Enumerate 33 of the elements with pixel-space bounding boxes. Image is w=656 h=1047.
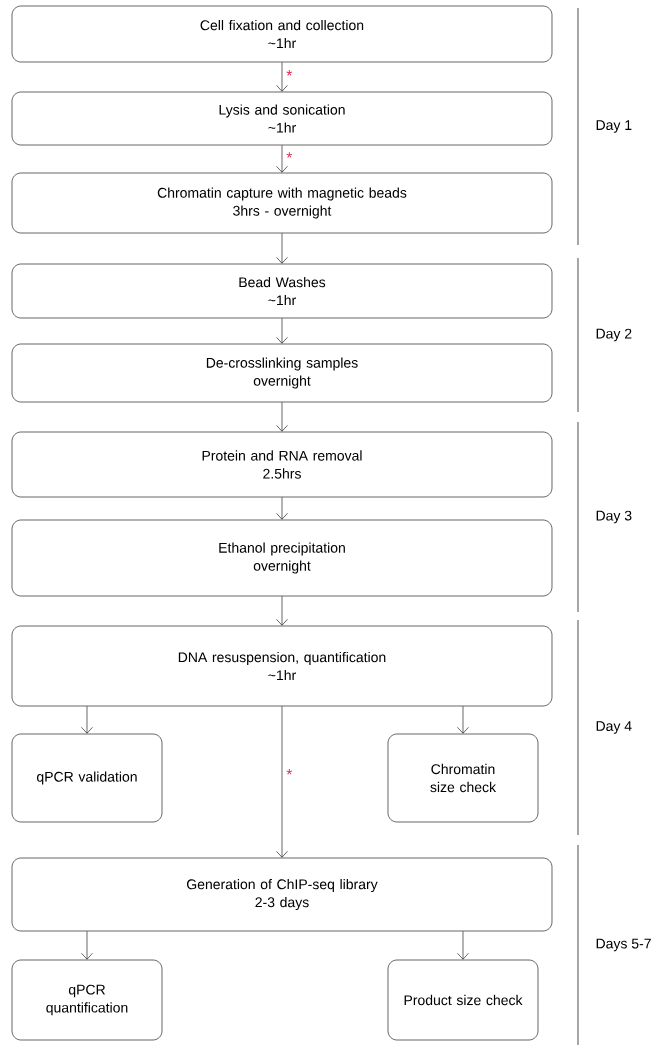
process-box: Lysis and sonication ~1hr — [11, 91, 553, 146]
arrow — [276, 318, 288, 344]
process-box: Chromatin size check — [387, 733, 539, 823]
edge-label: * — [286, 152, 293, 158]
arrow — [276, 706, 288, 858]
edge-label: * — [286, 70, 293, 76]
day-label: Days 5-7 — [596, 938, 651, 952]
day-label: Day 1 — [596, 120, 632, 133]
arrow — [81, 931, 93, 960]
arrow — [276, 145, 288, 173]
process-box: Protein and RNA removal 2.5hrs — [11, 431, 553, 498]
arrow — [276, 402, 288, 432]
arrow — [276, 497, 288, 520]
process-box: Cell fixation and collection ~1hr — [11, 5, 553, 63]
arrow — [276, 596, 288, 626]
process-box: DNA resuspension, quantification ~1hr — [11, 625, 553, 707]
day-label: Day 3 — [596, 510, 632, 524]
process-box: Chromatin capture with magnetic beads 3hrs - overnight — [11, 172, 553, 234]
edge-label: * — [286, 768, 293, 775]
arrow — [457, 931, 469, 960]
day-label: Day 4 — [596, 721, 632, 734]
arrow — [276, 62, 288, 92]
process-box: Generation of ChIP-seq library 2-3 days — [11, 857, 553, 932]
process-box: Product size check — [387, 959, 539, 1041]
arrow — [457, 706, 469, 734]
process-box: qPCR quantification — [11, 959, 163, 1041]
process-box: Ethanol precipitation overnight — [11, 519, 553, 597]
process-box: Bead Washes ~1hr — [11, 263, 553, 319]
arrow — [276, 233, 288, 264]
process-box: De-crosslinking samples overnight — [11, 343, 553, 403]
process-box: qPCR validation — [11, 733, 163, 823]
arrow — [81, 706, 93, 734]
day-label: Day 2 — [596, 328, 632, 342]
